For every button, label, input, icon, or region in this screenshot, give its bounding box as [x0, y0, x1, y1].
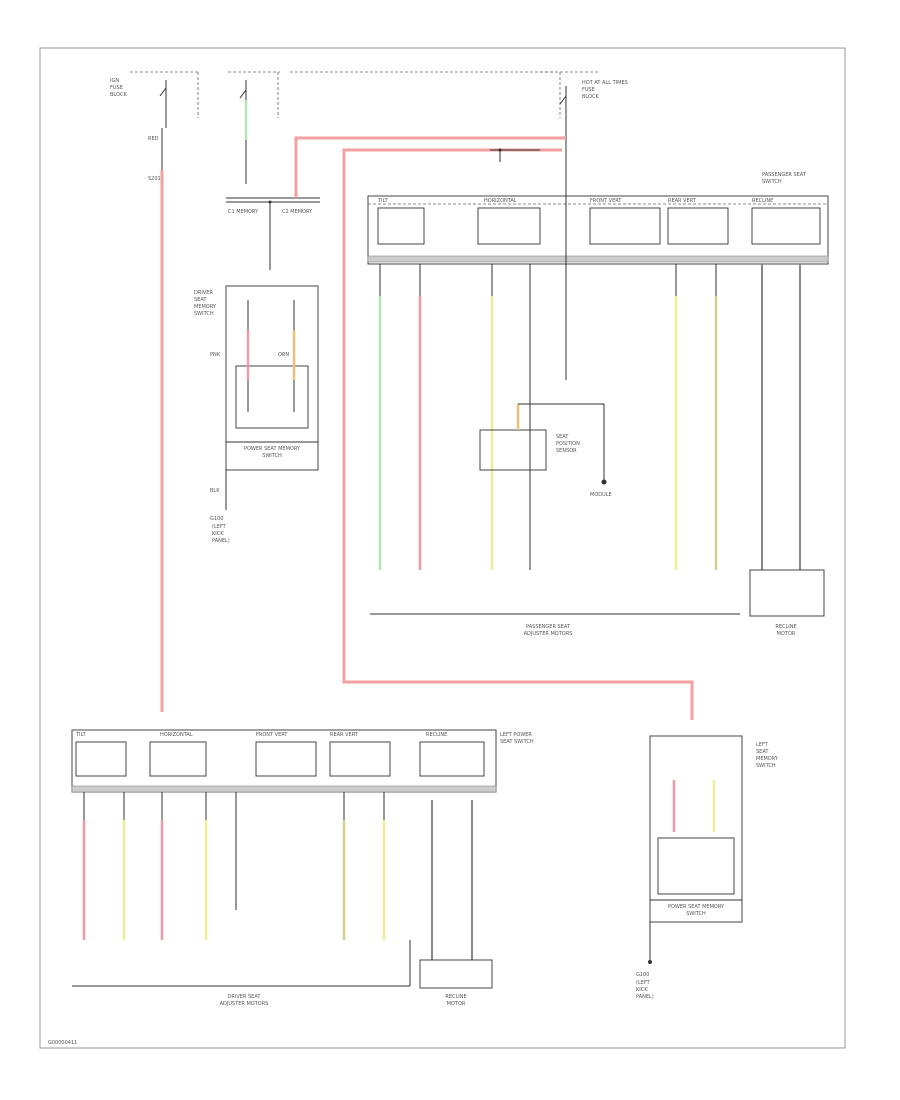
- svg-text:PANEL): PANEL): [636, 994, 654, 1000]
- svg-text:FUSE: FUSE: [110, 85, 123, 91]
- svg-text:POSITION: POSITION: [556, 441, 580, 447]
- svg-text:MEMORY: MEMORY: [194, 304, 217, 310]
- svg-text:SWITCH: SWITCH: [262, 453, 282, 459]
- svg-text:MODULE: MODULE: [590, 492, 612, 498]
- svg-text:SEAT: SEAT: [194, 297, 207, 303]
- svg-text:PASSENGER SEAT: PASSENGER SEAT: [762, 172, 807, 178]
- svg-text:(LEFT: (LEFT: [636, 980, 651, 986]
- svg-text:MOTOR: MOTOR: [447, 1001, 466, 1007]
- svg-text:HORIZONTAL: HORIZONTAL: [160, 732, 193, 738]
- seat-position-sensor: SEAT POSITION SENSOR MODULE: [479, 403, 612, 498]
- svg-text:POWER SEAT MEMORY: POWER SEAT MEMORY: [668, 904, 725, 910]
- svg-text:FRONT VERT: FRONT VERT: [590, 198, 622, 204]
- svg-text:MEMORY: MEMORY: [756, 756, 779, 762]
- svg-text:ADJUSTER MOTORS: ADJUSTER MOTORS: [524, 631, 573, 637]
- splice-connector-c: C1 MEMORY C2 MEMORY: [226, 197, 320, 270]
- svg-text:SEAT: SEAT: [756, 749, 769, 755]
- left-seat-motors: DRIVER SEAT ADJUSTER MOTORS RECLINE MOTO…: [72, 940, 493, 1007]
- svg-text:SEAT SWITCH: SEAT SWITCH: [500, 739, 534, 745]
- svg-text:LEFT: LEFT: [756, 742, 769, 748]
- left-seat-switch-block: TILT HORIZONTAL FRONT VERT REAR VERT REC…: [71, 729, 534, 793]
- svg-text:REAR VERT: REAR VERT: [330, 732, 359, 738]
- svg-text:ORN: ORN: [278, 352, 289, 358]
- memory-seat-module-upper: DRIVER SEAT MEMORY SWITCH PNK ORN POWER …: [194, 285, 319, 544]
- svg-text:HORIZONTAL: HORIZONTAL: [484, 198, 517, 204]
- svg-text:DRIVER: DRIVER: [194, 290, 213, 296]
- svg-text:TILT: TILT: [377, 198, 389, 204]
- right-seat-motors: PASSENGER SEAT ADJUSTER MOTORS RECLINE M…: [370, 569, 825, 637]
- svg-text:KICK: KICK: [212, 531, 224, 537]
- svg-text:KICK: KICK: [636, 987, 648, 993]
- svg-text:G100: G100: [636, 972, 649, 978]
- svg-text:PASSENGER SEAT: PASSENGER SEAT: [526, 624, 571, 630]
- svg-text:RED: RED: [148, 136, 159, 142]
- svg-text:RECLINE: RECLINE: [752, 198, 773, 204]
- svg-text:HOT AT ALL TIMES: HOT AT ALL TIMES: [582, 80, 628, 86]
- right-seat-switch-block: TILT HORIZONTAL FRONT VERT REAR VERT REC…: [367, 172, 829, 265]
- svg-text:PANEL): PANEL): [212, 538, 230, 544]
- memory-seat-module-lower: LEFT SEAT MEMORY SWITCH POWER SEAT MEMOR…: [636, 735, 779, 1000]
- svg-text:RECLINE: RECLINE: [445, 994, 466, 1000]
- svg-text:S201: S201: [148, 176, 161, 182]
- svg-text:SENSOR: SENSOR: [556, 448, 577, 454]
- svg-text:POWER SEAT MEMORY: POWER SEAT MEMORY: [244, 446, 301, 452]
- left-block-wires: [82, 792, 473, 960]
- svg-text:BLOCK: BLOCK: [582, 94, 599, 100]
- svg-text:BLOCK: BLOCK: [110, 92, 127, 98]
- figure-id: G00000411: [48, 1040, 77, 1046]
- svg-text:FUSE: FUSE: [582, 87, 595, 93]
- svg-text:RECLINE: RECLINE: [426, 732, 447, 738]
- svg-text:TILT: TILT: [75, 732, 87, 738]
- svg-text:DRIVER SEAT: DRIVER SEAT: [228, 994, 262, 1000]
- svg-text:(LEFT: (LEFT: [212, 524, 227, 530]
- svg-text:MOTOR: MOTOR: [777, 631, 796, 637]
- svg-text:PNK: PNK: [210, 352, 221, 358]
- wire-red-feed-main: [342, 148, 694, 720]
- svg-text:SWITCH: SWITCH: [194, 311, 214, 317]
- fuse-block-hot-at-all-times: [228, 71, 280, 184]
- svg-text:IGN: IGN: [110, 78, 119, 84]
- svg-text:SWITCH: SWITCH: [762, 179, 782, 185]
- svg-text:G100: G100: [210, 516, 223, 522]
- wire-red-feed-memory: [294, 136, 566, 198]
- svg-text:RECLINE: RECLINE: [775, 624, 796, 630]
- right-block-wires: [378, 196, 801, 570]
- fuse-block-hot-in-run: IGN FUSE BLOCK: [110, 71, 200, 128]
- svg-text:SEAT: SEAT: [556, 434, 569, 440]
- svg-text:SWITCH: SWITCH: [686, 911, 706, 917]
- svg-text:C1 MEMORY: C1 MEMORY: [228, 209, 259, 215]
- diagram-frame: [39, 47, 846, 1049]
- svg-text:C2 MEMORY: C2 MEMORY: [282, 209, 313, 215]
- fuse-block-right: HOT AT ALL TIMES FUSE BLOCK: [290, 71, 628, 196]
- svg-text:FRONT VERT: FRONT VERT: [256, 732, 288, 738]
- svg-text:BLK: BLK: [210, 488, 220, 494]
- svg-text:SWITCH: SWITCH: [756, 763, 776, 769]
- svg-text:ADJUSTER MOTORS: ADJUSTER MOTORS: [220, 1001, 269, 1007]
- svg-text:LEFT POWER: LEFT POWER: [500, 732, 532, 738]
- svg-text:REAR VERT: REAR VERT: [668, 198, 697, 204]
